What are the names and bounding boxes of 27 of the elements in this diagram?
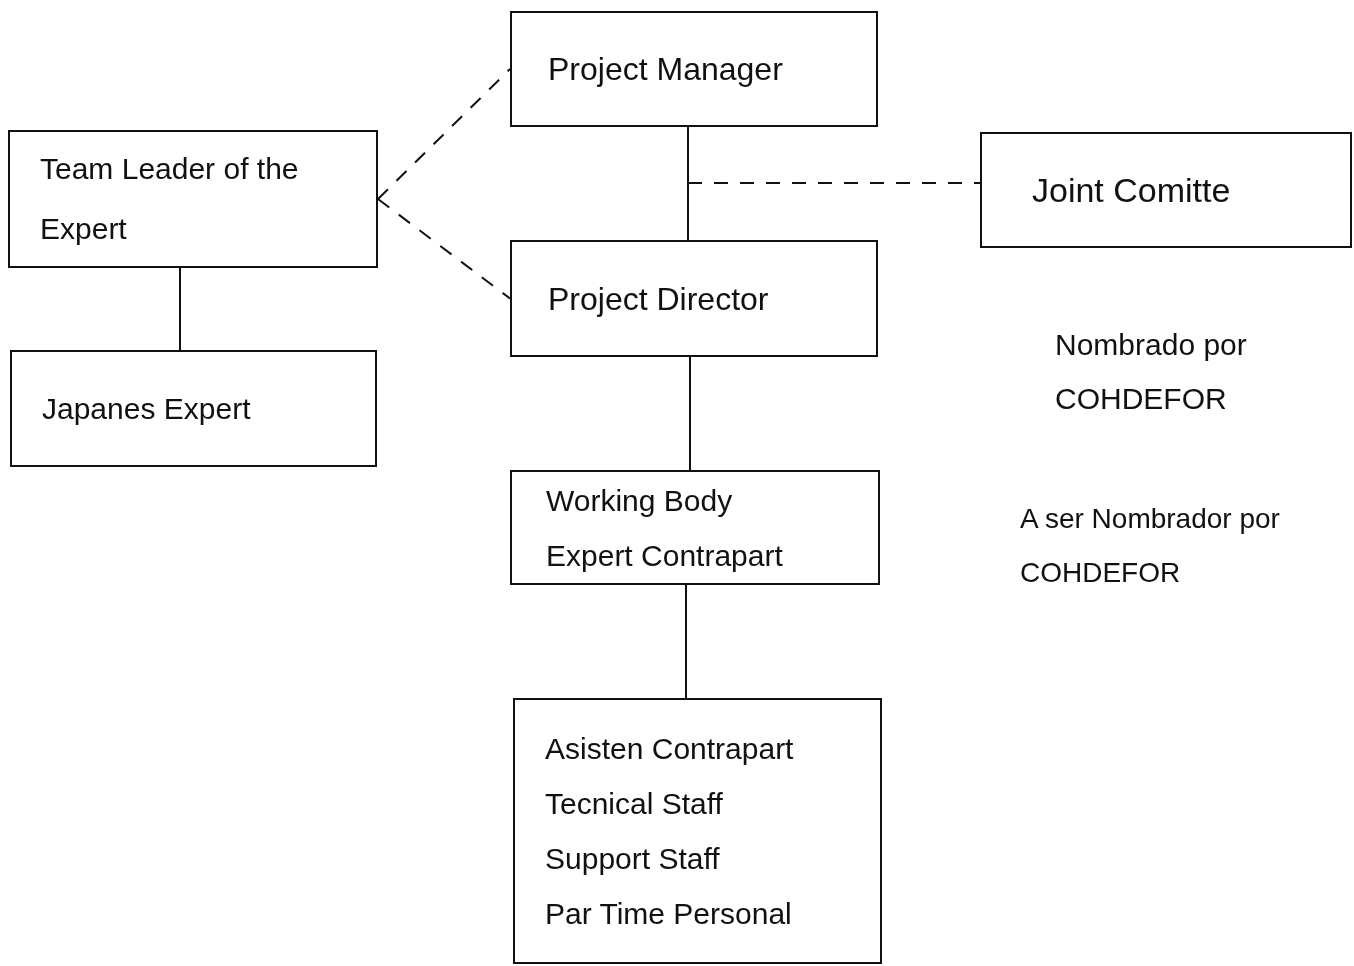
connector-line xyxy=(179,267,181,351)
note-text: A ser Nombrador por COHDEFOR xyxy=(1020,502,1281,590)
connector-line xyxy=(685,584,687,699)
connector-line xyxy=(689,356,691,471)
box-text: Project Director xyxy=(548,279,770,319)
box-text: Expert Contrapart xyxy=(546,537,784,574)
dashed-connector xyxy=(377,68,511,200)
org-box xyxy=(510,11,878,127)
box-text: Joint Comitte xyxy=(1032,170,1232,211)
dashed-connector xyxy=(687,182,981,184)
box-text: Asisten Contrapart xyxy=(545,731,795,767)
note-text: Nombrado por COHDEFOR xyxy=(1055,327,1248,417)
connector-line xyxy=(687,126,689,241)
box-text: Project Manager xyxy=(548,50,784,89)
box-text: Team Leader of the Expert xyxy=(40,151,300,247)
org-box xyxy=(980,132,1352,248)
dashed-connector xyxy=(377,198,511,300)
org-box xyxy=(510,470,880,585)
box-text: Tecnical Staff xyxy=(545,786,724,822)
box-text: Japanes Expert xyxy=(42,390,252,427)
org-box xyxy=(510,240,878,357)
box-text: Working Body xyxy=(546,482,734,519)
box-text: Support Staff xyxy=(545,841,721,877)
org-box xyxy=(10,350,377,467)
org-box xyxy=(8,130,378,268)
box-text: Par Time Personal xyxy=(545,896,793,932)
org-box xyxy=(513,698,882,964)
